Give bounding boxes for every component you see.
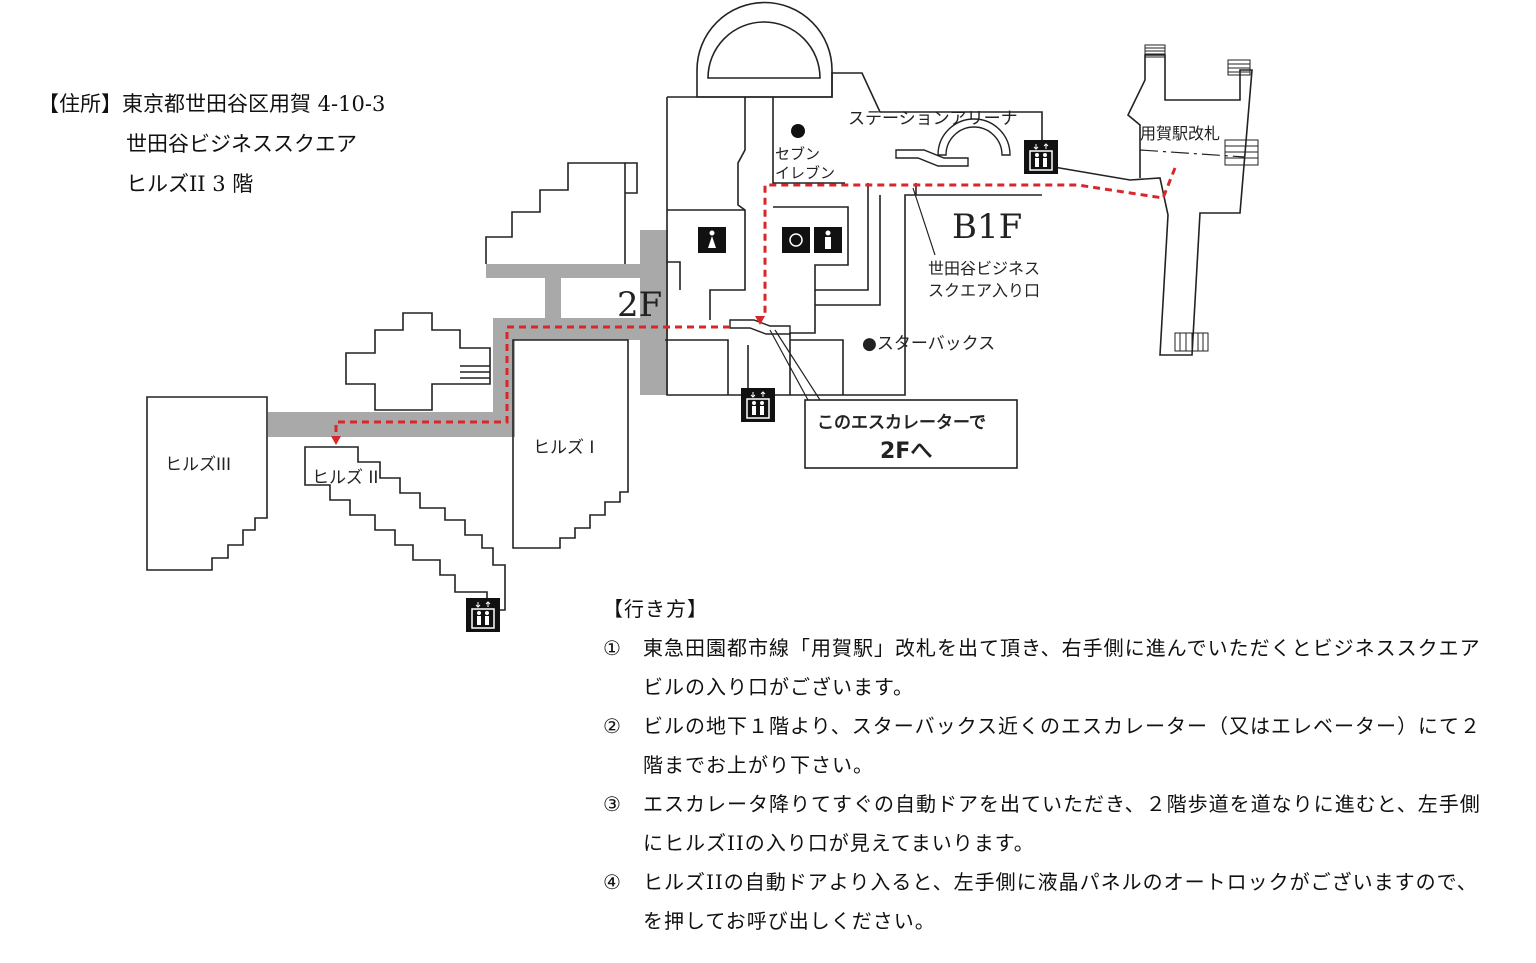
route-path xyxy=(334,167,1177,434)
address-block: 【住所】東京都世田谷区用賀 4-10-3 世田谷ビジネススクエア ヒルズII 3… xyxy=(38,84,385,204)
address-label: 【住所】 xyxy=(38,92,122,116)
step-number: ④ xyxy=(603,870,622,894)
direction-step: ② ビルの地下１階より、スターバックス近くのエスカレーター（又はエレベーター）にて… xyxy=(603,707,1493,785)
hills-3-label: ヒルズIII xyxy=(165,455,231,475)
starbucks-label: ●スターバックス xyxy=(862,334,995,354)
entrance-label: 世田谷ビジネス xyxy=(928,259,1040,278)
building-nw xyxy=(485,162,626,264)
hills-2-building xyxy=(304,446,506,611)
floor-2f-label: 2F xyxy=(617,285,662,325)
address-line3: ヒルズII 3 階 xyxy=(126,172,254,196)
address-line1: 東京都世田谷区用賀 4-10-3 xyxy=(122,92,386,116)
hills-3-building xyxy=(146,396,268,571)
direction-step: ① 東急田園都市線「用賀駅」改札を出て頂き、右手側に進んでいただくとビジネススクエ… xyxy=(603,629,1493,707)
hills-1-building xyxy=(512,339,629,549)
elevator-icon xyxy=(465,597,501,633)
elevator-icon xyxy=(740,387,776,423)
address-line2: 世田谷ビジネススクエア xyxy=(126,132,357,156)
elevator-icon xyxy=(1023,139,1059,175)
station-gate-label: 用賀駅改札 xyxy=(1140,124,1220,143)
wheelchair-icon xyxy=(782,227,810,253)
hills-2-label: ヒルズ II xyxy=(312,468,378,488)
step-number: ② xyxy=(603,714,622,738)
callout-box xyxy=(804,399,1018,469)
hills-1-label: ヒルズ I xyxy=(533,438,594,458)
directions: 【行き方】 ① 東急田園都市線「用賀駅」改札を出て頂き、右手側に進んでいただくとビ… xyxy=(603,590,1531,941)
entrance-label: スクエア入り口 xyxy=(928,281,1040,300)
station-arena-label: ステーションアリーナ xyxy=(848,109,1018,129)
seven-eleven-dot xyxy=(791,124,805,138)
step-text: ヒルズIIの自動ドアより入ると、左手側に液晶パネルのオートロックがございますので… xyxy=(643,870,1531,933)
toilet-men-icon xyxy=(814,227,842,253)
seven-eleven-label: イレブン xyxy=(775,164,835,182)
floor-b1-label: B1F xyxy=(952,207,1022,247)
step-text: ビルの地下１階より、スターバックス近くのエスカレーター（又はエレベーター）にて２… xyxy=(643,714,1481,777)
callout-text: このエスカレーターで xyxy=(817,413,986,433)
callout-text: 2Fへ xyxy=(880,439,932,464)
step-number: ① xyxy=(603,636,622,660)
stairs xyxy=(1144,44,1259,352)
step-number: ③ xyxy=(603,792,622,816)
directions-title: 【行き方】 xyxy=(603,597,708,621)
walkway-2f xyxy=(268,230,668,437)
step-text: 東急田園都市線「用賀駅」改札を出て頂き、右手側に進んでいただくとビジネススクエア… xyxy=(643,636,1481,699)
direction-step: ③ エスカレータ降りてすぐの自動ドアを出ていただき、２階歩道を道なりに進むと、左手… xyxy=(603,785,1493,863)
seven-eleven-label: セブン xyxy=(775,145,820,163)
step-text: エスカレータ降りてすぐの自動ドアを出ていただき、２階歩道を道なりに進むと、左手側… xyxy=(643,792,1481,855)
direction-step: ④ ヒルズIIの自動ドアより入ると、左手側に液晶パネルのオートロックがございますの… xyxy=(603,863,1531,941)
toilet-women-icon xyxy=(698,227,726,253)
building-w xyxy=(345,312,491,411)
